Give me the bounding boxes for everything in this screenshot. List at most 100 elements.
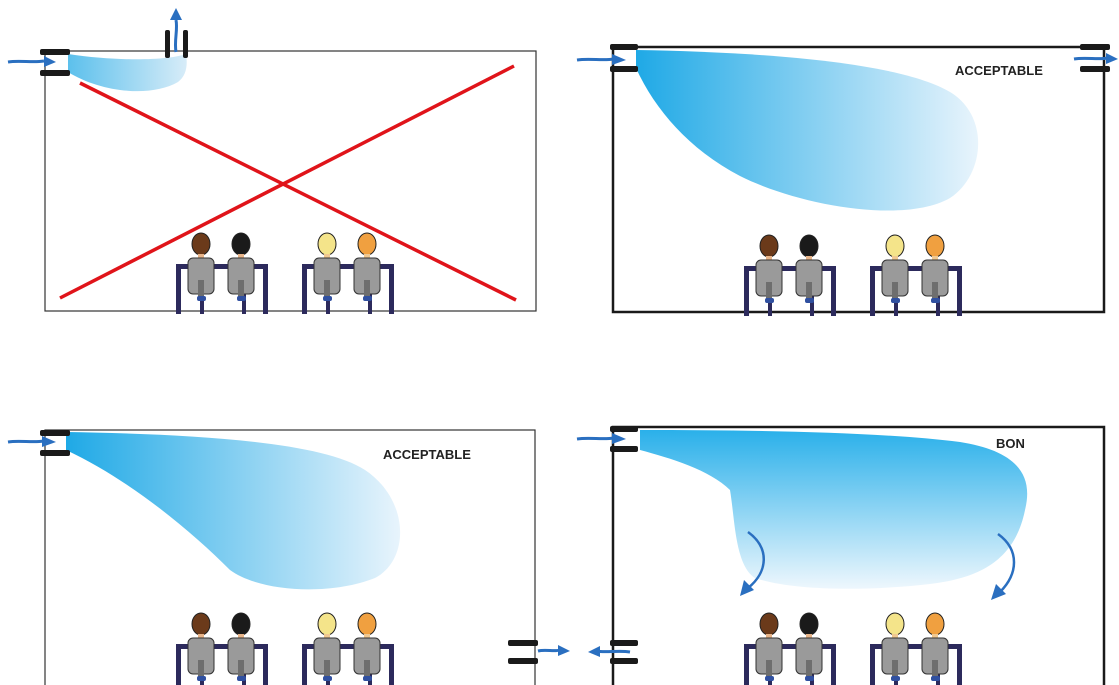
audience — [176, 233, 394, 314]
outlet-arrow-icon — [588, 646, 630, 657]
shoe — [363, 296, 372, 301]
seat-back — [892, 282, 898, 300]
audience — [744, 235, 962, 316]
seat-back — [766, 660, 772, 678]
panel-1-rejected — [8, 8, 536, 314]
person-orange-hair — [354, 233, 380, 301]
audience — [176, 613, 394, 685]
person-brown-hair — [188, 613, 214, 681]
panel-2-acceptable: ACCEPTABLE — [577, 44, 1118, 316]
desk-leg — [831, 646, 836, 685]
desk-group — [176, 233, 268, 314]
shoe — [237, 676, 246, 681]
shoe — [323, 296, 332, 301]
person-brown-hair — [188, 233, 214, 301]
head — [232, 613, 250, 635]
desk-group — [302, 613, 394, 685]
shoe — [805, 298, 814, 303]
head — [192, 613, 210, 635]
shoe — [891, 298, 900, 303]
panel-3-acceptable: ACCEPTABLE — [8, 430, 570, 685]
seat-back — [198, 280, 204, 298]
head — [232, 233, 250, 255]
head — [318, 613, 336, 635]
inlet-arrow-icon — [8, 436, 56, 447]
desk-leg — [263, 646, 268, 685]
seat-back — [806, 282, 812, 300]
person-brown-hair — [756, 235, 782, 303]
person-black-hair — [228, 233, 254, 301]
seat-back — [932, 282, 938, 300]
seat-back — [806, 660, 812, 678]
desk-leg — [870, 646, 875, 685]
seat-back — [364, 280, 370, 298]
outlet-arrow-icon — [1074, 53, 1118, 64]
head — [358, 613, 376, 635]
audience — [744, 613, 962, 685]
shoe — [931, 298, 940, 303]
head — [800, 613, 818, 635]
air-stream — [640, 430, 1027, 589]
desk-leg — [389, 266, 394, 314]
person-blonde-hair — [882, 613, 908, 681]
head — [358, 233, 376, 255]
head — [760, 613, 778, 635]
desk-leg — [389, 646, 394, 685]
seat-back — [198, 660, 204, 678]
person-black-hair — [796, 235, 822, 303]
person-orange-hair — [354, 613, 380, 681]
inlet-arrow-icon — [577, 433, 626, 444]
shoe — [805, 676, 814, 681]
desk-leg — [176, 646, 181, 685]
person-blonde-hair — [314, 613, 340, 681]
seat-back — [892, 660, 898, 678]
panel-label: ACCEPTABLE — [383, 447, 471, 462]
person-brown-hair — [756, 613, 782, 681]
person-black-hair — [228, 613, 254, 681]
return-vent — [508, 640, 538, 664]
head — [760, 235, 778, 257]
air-stream — [636, 50, 978, 211]
desk-leg — [744, 268, 749, 316]
desk-leg — [831, 268, 836, 316]
desk-group — [870, 613, 962, 685]
head — [926, 235, 944, 257]
outlet-arrow-icon — [538, 645, 570, 656]
seat-back — [324, 660, 330, 678]
up-arrow-icon — [170, 8, 182, 52]
person-orange-hair — [922, 613, 948, 681]
head — [800, 235, 818, 257]
head — [886, 613, 904, 635]
desk-group — [302, 233, 394, 314]
desk-leg — [302, 646, 307, 685]
desk-group — [176, 613, 268, 685]
seat-back — [766, 282, 772, 300]
desk-leg — [263, 266, 268, 314]
desk-group — [744, 235, 836, 316]
shoe — [891, 676, 900, 681]
desk-leg — [744, 646, 749, 685]
head — [886, 235, 904, 257]
panel-label: BON — [996, 436, 1025, 451]
desk-leg — [870, 268, 875, 316]
shoe — [765, 298, 774, 303]
seat-back — [364, 660, 370, 678]
seat-back — [932, 660, 938, 678]
seat-back — [238, 280, 244, 298]
inlet-arrow-icon — [8, 56, 56, 67]
shoe — [197, 676, 206, 681]
person-black-hair — [796, 613, 822, 681]
seat-back — [324, 280, 330, 298]
shoe — [765, 676, 774, 681]
seat-back — [238, 660, 244, 678]
desk-leg — [302, 266, 307, 314]
person-blonde-hair — [882, 235, 908, 303]
shoe — [931, 676, 940, 681]
desk-group — [870, 235, 962, 316]
shoe — [323, 676, 332, 681]
desk-group — [744, 613, 836, 685]
head — [318, 233, 336, 255]
inlet-arrow-icon — [577, 54, 626, 65]
shoe — [197, 296, 206, 301]
